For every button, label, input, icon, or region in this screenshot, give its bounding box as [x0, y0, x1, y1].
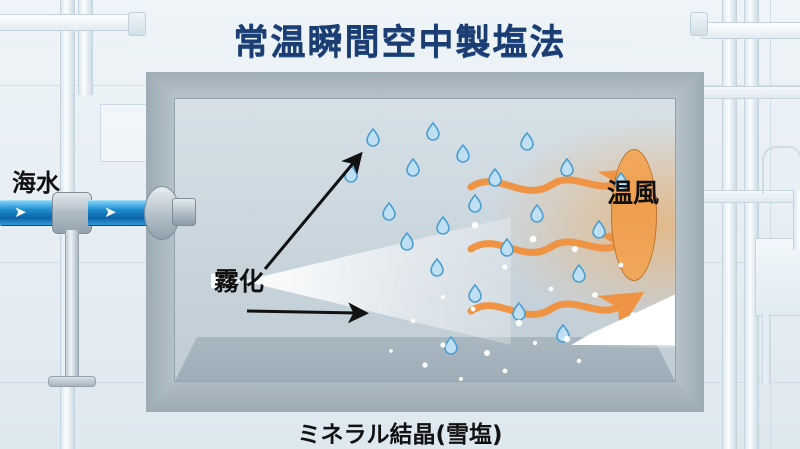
ceiling-light-cap [128, 12, 146, 36]
chamber-bevel-bottom [146, 382, 704, 412]
process-arrows [246, 151, 369, 324]
background-pipe-horizontal [700, 86, 800, 99]
faucet-pipe [793, 190, 800, 250]
label-seawater: 海水 [12, 169, 60, 197]
page-title: 常温瞬間空中製塩法 [233, 23, 567, 63]
chamber-bevel-left [146, 72, 174, 412]
pipe-support-foot [48, 376, 96, 387]
ceiling-light-cap [690, 12, 708, 36]
sink-leg [762, 314, 770, 384]
chamber-bevel-right [676, 72, 704, 412]
heater-element [611, 149, 657, 281]
flow-arrow-icon: ➤ [14, 203, 27, 221]
pipe-coupler [52, 192, 92, 234]
atomization-arrow-upper [263, 151, 363, 270]
seawater-pipe-segment [0, 200, 56, 226]
pipe-support-stand [65, 230, 79, 378]
water-droplets [344, 121, 628, 355]
background-pipe-vertical [744, 0, 759, 449]
background-pipe-vertical [722, 0, 737, 449]
atomization-arrow-lower [246, 302, 369, 324]
flow-arrow-icon: ➤ [104, 203, 117, 221]
chamber-bevel-top [146, 72, 704, 98]
bg-wall-line [770, 0, 771, 449]
faucet [762, 146, 800, 194]
spray-nozzle-tip [172, 198, 196, 226]
label-warm-air: 温風 [607, 179, 660, 209]
label-atomization: 霧化 [214, 267, 265, 296]
salt-chamber [146, 72, 704, 412]
chamber-interior [174, 98, 676, 382]
sink-basin [755, 238, 800, 316]
seawater-pipe-segment [88, 200, 150, 226]
caption-mineral-crystals: ミネラル結晶(雪塩) [297, 422, 503, 448]
